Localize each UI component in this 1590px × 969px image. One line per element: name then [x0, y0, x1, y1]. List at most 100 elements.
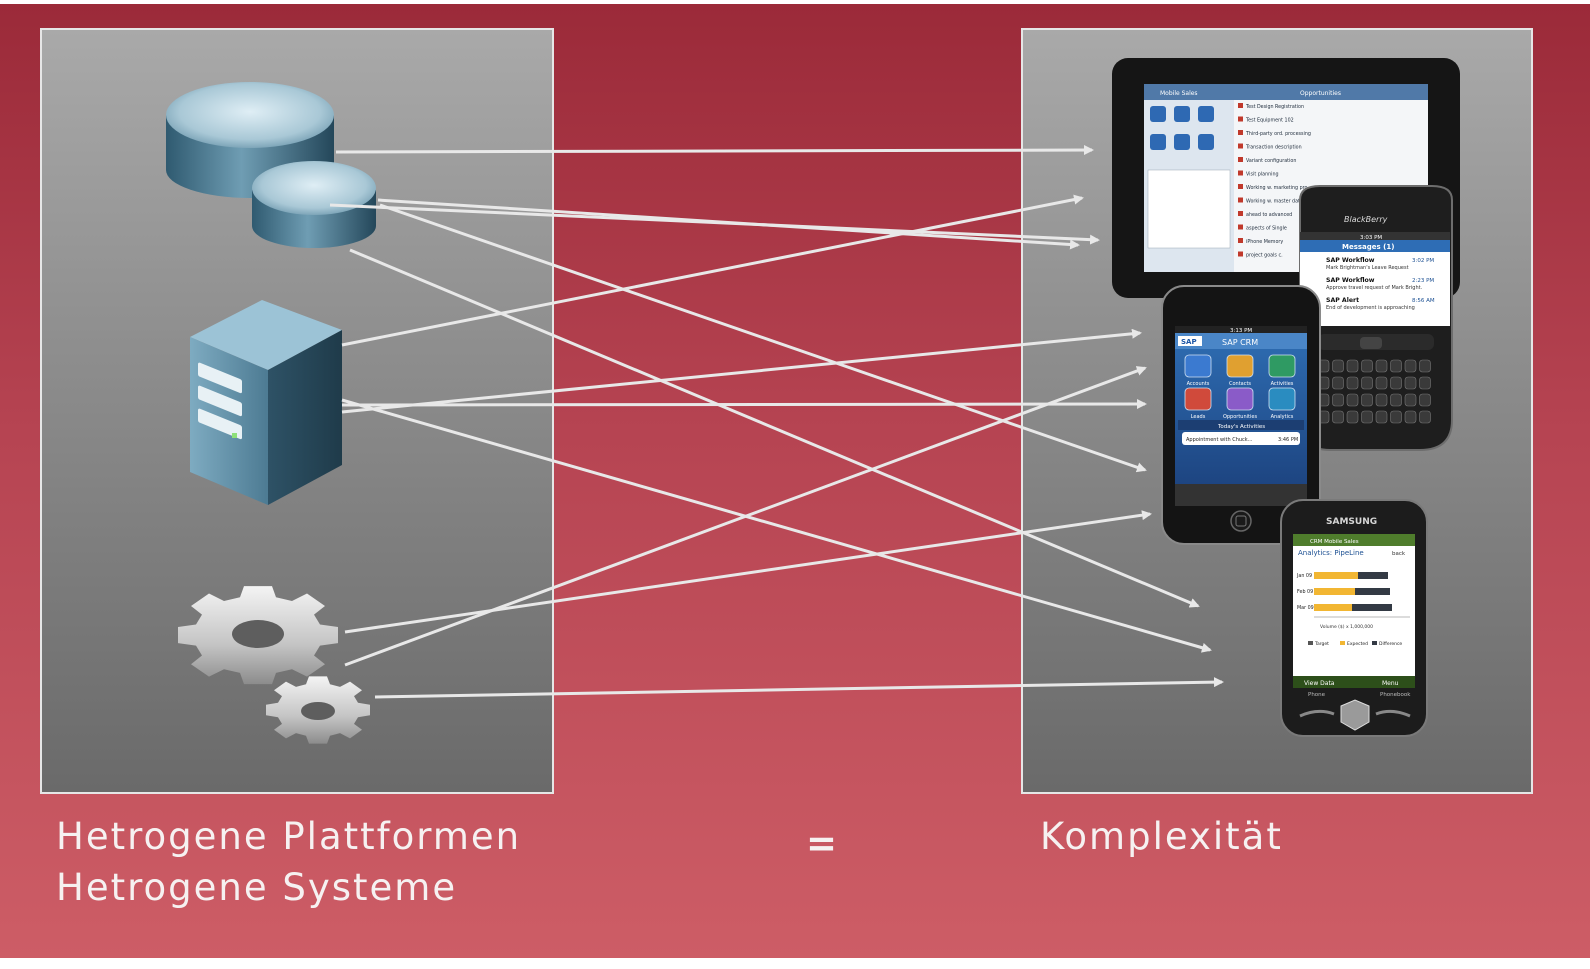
blackberry-time: 3:03 PM	[1360, 235, 1382, 241]
list-item: Test Design Registration	[1245, 104, 1304, 110]
message-time: 2:23 PM	[1412, 278, 1434, 284]
app-icon	[1226, 354, 1254, 378]
keyboard-key	[1332, 393, 1344, 407]
keyboard-key	[1419, 410, 1431, 424]
message-text: End of development is approaching	[1326, 305, 1415, 311]
iphone-title: SAP CRM	[1222, 338, 1258, 347]
keyboard-key	[1346, 376, 1359, 390]
app-label: Accounts	[1187, 381, 1210, 387]
keyboard-key	[1419, 359, 1431, 373]
iphone-activity: Appointment with Chuck...	[1186, 437, 1253, 443]
equals-sign: =	[806, 822, 840, 865]
keyboard-key	[1404, 410, 1417, 424]
keyboard-key	[1404, 376, 1417, 390]
list-item-icon	[1238, 251, 1243, 257]
list-item-icon	[1238, 143, 1243, 149]
app-icon	[1184, 354, 1212, 378]
list-item: Transaction description	[1245, 145, 1302, 151]
message-time: 3:02 PM	[1412, 258, 1434, 264]
list-item: aspects of Single	[1246, 226, 1287, 232]
keyboard-key	[1390, 376, 1402, 390]
legend-swatch	[1308, 641, 1313, 645]
legend-label: Difference	[1379, 641, 1402, 647]
legend-label: Target	[1314, 641, 1329, 647]
list-item: iPhone Memory	[1246, 239, 1283, 245]
pipeline-bar-difference	[1352, 604, 1392, 611]
keyboard-key	[1346, 410, 1359, 424]
samsung-softkey-right: Menu	[1382, 680, 1399, 687]
arrow	[344, 366, 1147, 667]
keyboard-key	[1346, 393, 1359, 407]
list-item: Variant configuration	[1246, 158, 1296, 164]
list-item-icon	[1238, 211, 1243, 216]
app-label: Activities	[1271, 381, 1294, 387]
message-text: Mark Brightman's Leave Request	[1326, 265, 1409, 271]
arrow	[349, 248, 1200, 608]
legend-label: Expected	[1347, 641, 1368, 647]
keyboard-key	[1419, 376, 1431, 390]
samsung-brand: SAMSUNG	[1326, 517, 1377, 527]
legend-swatch	[1372, 641, 1377, 645]
list-item-icon	[1238, 184, 1243, 189]
caption-systems: Hetrogene Systeme	[56, 866, 458, 909]
app-icon	[1184, 387, 1212, 411]
keyboard-key	[1390, 410, 1402, 424]
server-icon	[190, 300, 342, 505]
samsung-app-title: CRM Mobile Sales	[1310, 539, 1359, 545]
message-title: SAP Workflow	[1326, 257, 1375, 264]
database-icon	[166, 82, 376, 248]
app-label: Analytics	[1271, 414, 1294, 420]
arrow	[341, 328, 1142, 414]
samsung-screen-title: Analytics: PipeLine	[1298, 549, 1364, 557]
blackberry-device: BlackBerry 3:03 PM Messages (1) SAP Work…	[1299, 185, 1453, 451]
keyboard-key	[1390, 359, 1402, 373]
arrow	[341, 194, 1084, 347]
connection-arrows	[329, 145, 1224, 699]
arrow	[374, 677, 1224, 699]
keyboard-key	[1332, 359, 1344, 373]
arrow	[329, 203, 1100, 245]
samsung-softkey-left: View Data	[1304, 680, 1335, 687]
pipeline-bar-expected	[1314, 588, 1355, 595]
gears-icon	[178, 586, 370, 744]
arrow	[335, 145, 1094, 156]
list-item: Visit planning	[1246, 172, 1279, 178]
keyboard-key	[1375, 376, 1388, 390]
caption-platforms: Hetrogene Plattformen	[56, 815, 522, 858]
list-item-icon	[1238, 224, 1243, 230]
arrow	[379, 203, 1147, 473]
keyboard-key	[1346, 359, 1359, 373]
keyboard-key	[1375, 359, 1388, 373]
list-item-icon	[1238, 130, 1243, 135]
app-label: Contacts	[1229, 381, 1251, 387]
iphone-activity-time: 3:46 PM	[1278, 437, 1298, 443]
app-icon	[1268, 387, 1296, 411]
keyboard-key	[1375, 393, 1388, 407]
message-title: SAP Workflow	[1326, 277, 1375, 284]
pipeline-bar-difference	[1358, 572, 1388, 579]
samsung-axis-label: Volume ($) x 1,000,000	[1320, 624, 1373, 630]
keyboard-key	[1361, 410, 1373, 424]
iphone-time: 3:13 PM	[1230, 328, 1252, 334]
list-item-icon	[1238, 116, 1243, 122]
keyboard-key	[1361, 376, 1373, 390]
tablet-panel-title: Opportunities	[1300, 90, 1341, 97]
app-icon	[1268, 354, 1296, 378]
list-item-icon	[1238, 238, 1243, 243]
blackberry-header: Messages (1)	[1342, 243, 1394, 251]
keyboard-key	[1361, 359, 1373, 373]
keyboard-key	[1404, 359, 1417, 373]
keyboard-key	[1375, 410, 1388, 424]
pipeline-bar-expected	[1314, 604, 1352, 611]
blackberry-brand: BlackBerry	[1344, 215, 1388, 224]
list-item: Working w. master dat.	[1246, 199, 1301, 205]
list-item-icon	[1238, 157, 1243, 162]
pipeline-row-label: Mar 09	[1297, 605, 1314, 611]
keyboard-key	[1332, 410, 1344, 424]
arrow	[341, 398, 1212, 653]
pipeline-row-label: Feb 09	[1297, 589, 1313, 595]
list-item: Working w. marketing pro.	[1246, 185, 1309, 191]
app-label: Leads	[1191, 414, 1206, 420]
